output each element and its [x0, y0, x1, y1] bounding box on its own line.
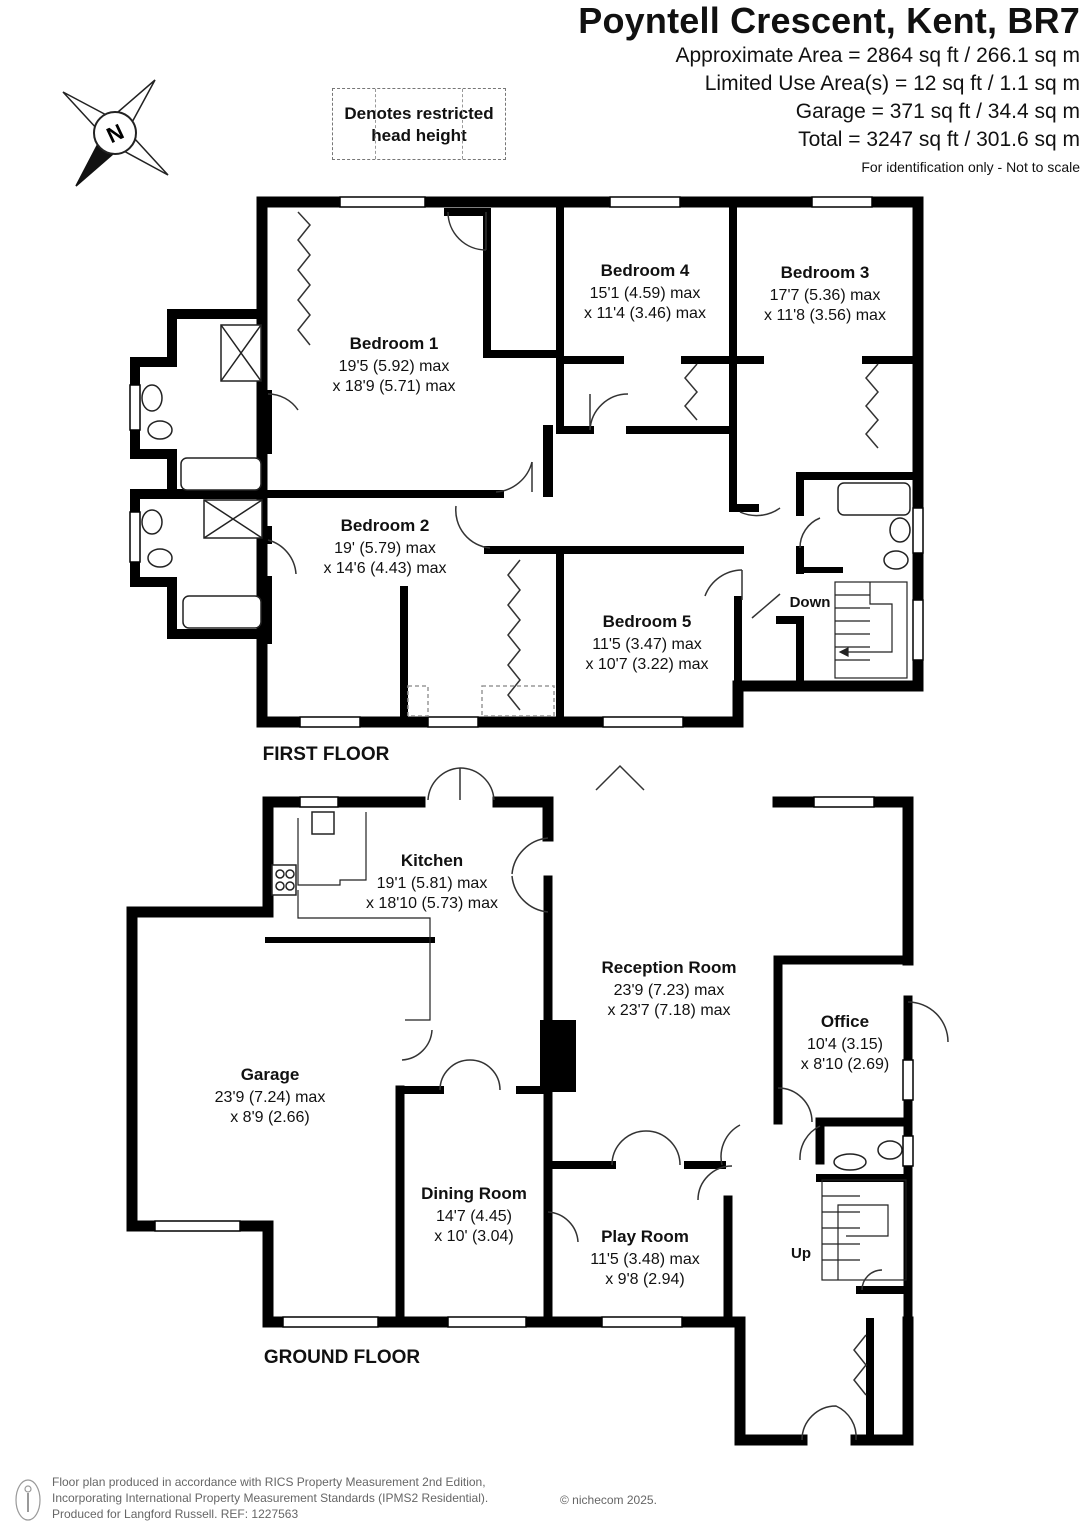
ground-floor-fixtures [271, 811, 903, 1171]
restricted-head-height-legend: Denotes restricted head height [332, 88, 506, 160]
garage-area: Garage = 371 sq ft / 34.4 sq m [795, 100, 1080, 123]
bathtub-icon [180, 457, 262, 491]
ground-floor-label: GROUND FLOOR [264, 1347, 420, 1368]
scale-note: For identification only - Not to scale [861, 159, 1080, 175]
room-dim-office-b: x 8'10 (2.69) [801, 1056, 889, 1073]
room-dim-bedroom-5-a: 11'5 (3.47) max [592, 636, 701, 653]
room-dim-garage-a: 23'9 (7.24) max [215, 1089, 326, 1106]
legend-line-2: head height [371, 126, 467, 145]
room-dim-kitchen-a: 19'1 (5.81) max [377, 875, 488, 892]
room-dim-play-room-a: 11'5 (3.48) max [590, 1251, 699, 1268]
room-dim-play-room-b: x 9'8 (2.94) [605, 1271, 685, 1288]
footer-line-2: Incorporating International Property Mea… [52, 1491, 489, 1505]
legend-line-1: Denotes restricted [344, 104, 494, 123]
ground-floor-staircase [821, 1179, 907, 1281]
sink-icon [311, 811, 335, 835]
first-floor-doors [267, 211, 879, 717]
basin-icon [889, 517, 911, 543]
first-floor-label: FIRST FLOOR [263, 744, 390, 765]
first-floor-windows [129, 196, 924, 728]
room-dim-garage-b: x 8'9 (2.66) [230, 1109, 310, 1126]
room-name-bedroom-3: Bedroom 3 [781, 263, 870, 282]
first-floor-walls [130, 196, 924, 728]
toilet-icon [147, 420, 173, 440]
footer-notes: Floor plan produced in accordance with R… [52, 1474, 488, 1522]
room-dim-bedroom-1-a: 19'5 (5.92) max [339, 358, 450, 375]
bathtub-icon [182, 595, 262, 629]
stairs-down-label: Down [790, 594, 831, 611]
toilet-icon [877, 1140, 903, 1160]
header: Poyntell Crescent, Kent, BR7 Approximate… [578, 0, 1080, 178]
limited-use-area: Limited Use Area(s) = 12 sq ft / 1.1 sq … [704, 72, 1080, 95]
footer-line-3: Produced for Langford Russell. REF: 1227… [52, 1507, 299, 1521]
room-dim-bedroom-3-a: 17'7 (5.36) max [770, 287, 881, 304]
first-floor-labels: Bedroom 1 19'5 (5.92) max x 18'9 (5.71) … [263, 261, 886, 765]
first-floor-fixtures [141, 324, 911, 629]
room-name-bedroom-5: Bedroom 5 [603, 612, 692, 631]
stairs-up-label: Up [791, 1245, 811, 1262]
room-name-bedroom-2: Bedroom 2 [341, 516, 430, 535]
ground-floor-windows [154, 796, 914, 1328]
room-dim-bedroom-1-b: x 18'9 (5.71) max [332, 378, 455, 395]
total-area: Total = 3247 sq ft / 301.6 sq m [798, 128, 1080, 151]
approximate-area: Approximate Area = 2864 sq ft / 266.1 sq… [675, 44, 1081, 67]
room-dim-bedroom-2-b: x 14'6 (4.43) max [323, 560, 446, 577]
chimney-breast [540, 1020, 576, 1092]
toilet-icon [883, 550, 909, 570]
ground-floor-doors [401, 764, 949, 1441]
footer-line-1: Floor plan produced in accordance with R… [52, 1475, 486, 1489]
room-name-kitchen: Kitchen [401, 851, 463, 870]
room-dim-dining-room-a: 14'7 (4.45) [436, 1208, 512, 1225]
room-name-garage: Garage [241, 1065, 300, 1084]
room-name-office: Office [821, 1012, 869, 1031]
room-dim-office-a: 10'4 (3.15) [807, 1036, 883, 1053]
room-name-dining-room: Dining Room [421, 1184, 527, 1203]
room-dim-dining-room-b: x 10' (3.04) [434, 1228, 514, 1245]
room-dim-reception-room-b: x 23'7 (7.18) max [607, 1002, 730, 1019]
person-scale-icon [15, 1479, 41, 1521]
room-name-reception-room: Reception Room [601, 958, 736, 977]
room-name-bedroom-1: Bedroom 1 [350, 334, 439, 353]
first-floor-staircase [834, 581, 908, 679]
room-dim-kitchen-b: x 18'10 (5.73) max [366, 895, 498, 912]
room-dim-bedroom-4-a: 15'1 (4.59) max [590, 285, 701, 302]
compass-icon: N [62, 79, 169, 187]
property-title: Poyntell Crescent, Kent, BR7 [578, 0, 1080, 41]
copyright-notice: © nichecom 2025. [560, 1493, 657, 1507]
room-dim-bedroom-4-b: x 11'4 (3.46) max [584, 305, 706, 322]
basin-icon [141, 509, 163, 535]
basin-icon [833, 1153, 867, 1171]
hob-icon [271, 864, 297, 896]
room-name-bedroom-4: Bedroom 4 [601, 261, 690, 280]
room-name-play-room: Play Room [601, 1227, 689, 1246]
room-dim-bedroom-5-b: x 10'7 (3.22) max [585, 656, 708, 673]
basin-icon [141, 384, 163, 412]
bathtub-icon [837, 482, 911, 516]
toilet-icon [147, 548, 173, 568]
room-dim-bedroom-2-a: 19' (5.79) max [334, 540, 436, 557]
ground-floor-labels: Kitchen 19'1 (5.81) max x 18'10 (5.73) m… [215, 851, 890, 1368]
room-dim-reception-room-a: 23'9 (7.23) max [614, 982, 725, 999]
room-dim-bedroom-3-b: x 11'8 (3.56) max [764, 307, 886, 324]
